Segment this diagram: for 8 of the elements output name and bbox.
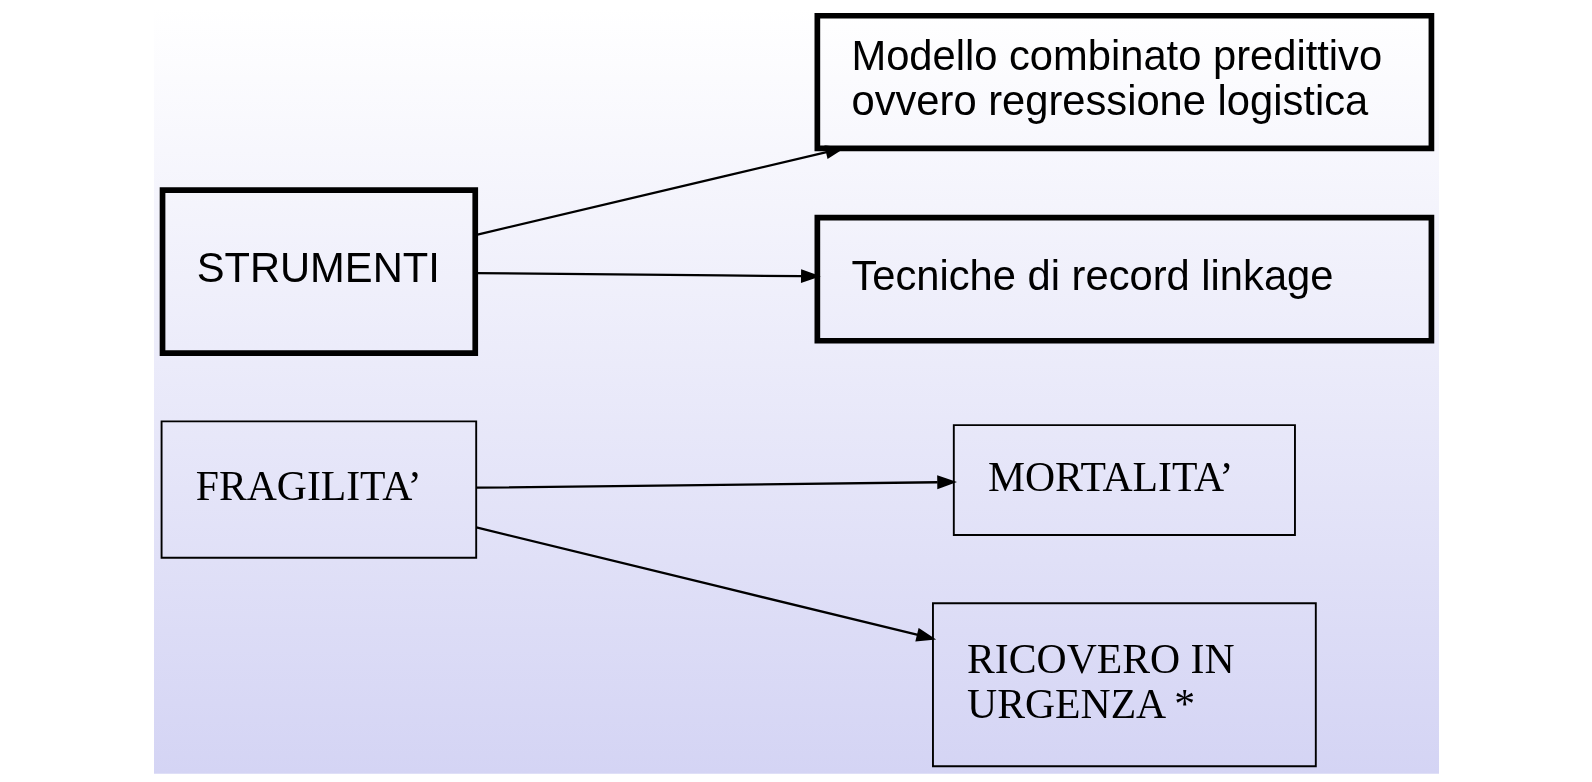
node-box: RICOVERO IN URGENZA * <box>931 602 1317 768</box>
node-box: STRUMENTI <box>159 187 478 356</box>
arrow <box>475 526 936 642</box>
node-box: FRAGILITA’ <box>160 420 477 559</box>
arrow <box>475 475 957 490</box>
node-box: Tecniche di record linkage <box>814 214 1434 344</box>
node-box: Modello combinato predittivo ovvero regressione logistica <box>814 12 1434 152</box>
node-box: MORTALITA’ <box>952 424 1296 536</box>
